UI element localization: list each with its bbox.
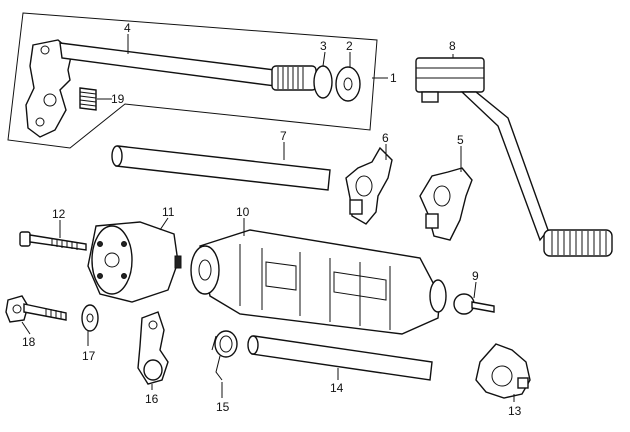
callout-2: 2 xyxy=(346,39,353,53)
callout-13: 13 xyxy=(508,404,522,418)
callout-9: 9 xyxy=(472,269,479,283)
callout-12: 12 xyxy=(52,207,66,221)
callout-16: 16 xyxy=(145,392,159,406)
callout-17: 17 xyxy=(82,349,96,363)
bolt-part-18 xyxy=(5,295,67,323)
stopper-arm-part-16 xyxy=(137,311,169,385)
leader-lines xyxy=(21,34,515,402)
callout-8: 8 xyxy=(449,39,456,53)
callout-18: 18 xyxy=(22,335,36,349)
callout-1: 1 xyxy=(390,71,397,85)
washer-part-17 xyxy=(81,304,99,332)
callout-15: 15 xyxy=(216,400,230,414)
bolt-part-12 xyxy=(19,231,87,251)
spring-clip-part-3 xyxy=(313,65,333,99)
callout-5: 5 xyxy=(457,133,464,147)
shift-fork-part-13 xyxy=(475,343,531,399)
spring-part-19 xyxy=(79,87,97,111)
fork-shaft-part-14 xyxy=(247,335,433,381)
callout-19: 19 xyxy=(111,92,125,106)
callout-14: 14 xyxy=(330,381,344,395)
callout-10: 10 xyxy=(236,205,250,219)
callout-4: 4 xyxy=(124,21,131,35)
washer-part-2 xyxy=(335,66,361,102)
fork-shaft-part-7 xyxy=(111,145,331,191)
callout-7: 7 xyxy=(280,129,287,143)
stopper-cam-part-11 xyxy=(87,221,182,303)
shift-pedal-part-8 xyxy=(415,57,613,257)
shift-fork-part-5 xyxy=(419,167,473,241)
shift-drum-part-10 xyxy=(190,229,447,335)
callout-6: 6 xyxy=(382,131,389,145)
shift-fork-part-6 xyxy=(345,146,393,225)
callout-11: 11 xyxy=(162,205,175,219)
pin-part-9 xyxy=(453,293,495,315)
spring-part-15 xyxy=(211,330,238,381)
assembly-1-frame xyxy=(7,12,378,149)
callout-3: 3 xyxy=(320,39,327,53)
shift-spindle-part-4 xyxy=(25,39,317,138)
